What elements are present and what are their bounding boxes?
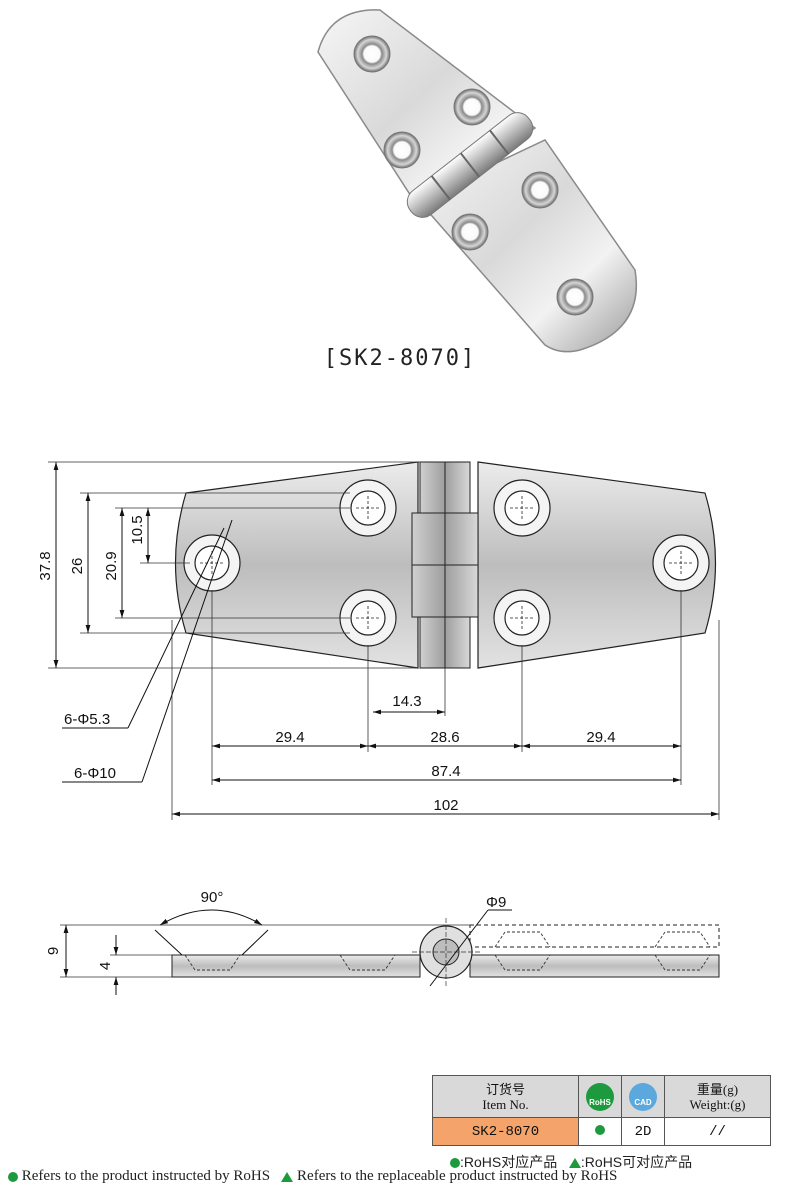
cad-badge-icon: CAD (629, 1082, 657, 1111)
dim-26: 26 (69, 558, 86, 575)
hole-callout-small: 6-Φ5.3 (64, 711, 110, 728)
weight-header: 重量(g) Weight:(g) (664, 1075, 771, 1118)
dim-102: 102 (433, 797, 458, 814)
rohs-badge-icon: RoHS (586, 1082, 614, 1111)
product-caption: [SK2-8070] (323, 346, 477, 371)
hinge-photo (317, 9, 637, 353)
weight-value: // (664, 1117, 771, 1146)
legend-cn: :RoHS对应产品 :RoHS可对应产品 (450, 1152, 692, 1172)
dim-angle: 90° (201, 889, 224, 906)
dim-10-5: 10.5 (129, 515, 146, 544)
item-no-value: SK2-8070 (432, 1117, 579, 1146)
product-photo (317, 9, 637, 353)
dim-87-4: 87.4 (431, 763, 460, 780)
hole-callout-large: 6-Φ10 (74, 765, 116, 782)
hinge-side-view (60, 909, 720, 995)
rohs-value (578, 1117, 622, 1146)
rohs-dot-icon (595, 1124, 605, 1135)
dim-20-9: 20.9 (103, 551, 120, 580)
dim-29-4-right: 29.4 (586, 729, 615, 746)
legend-en: Refers to the product instructed by RoHS… (8, 1168, 617, 1185)
item-no-header: 订货号 Item No. (432, 1075, 579, 1118)
rohs-triangle-icon (281, 1171, 294, 1182)
cad-header: CAD (621, 1075, 665, 1118)
rohs-dot-icon (450, 1158, 460, 1169)
rohs-dot-icon (8, 1171, 18, 1182)
cad-value: 2D (621, 1117, 665, 1146)
dim-28-6: 28.6 (430, 729, 459, 746)
dim-29-4-left: 29.4 (275, 729, 304, 746)
rohs-header: RoHS (578, 1075, 622, 1118)
dim-pin: Φ9 (486, 894, 506, 911)
dim-height-4: 4 (97, 962, 114, 970)
dim-37-8: 37.8 (37, 551, 54, 580)
spec-table: 订货号 Item No. RoHS CAD 重量(g) Weight:(g) S… (432, 1075, 771, 1146)
technical-drawing: 37.8 26 20.9 10.5 14.3 29.4 28.6 29.4 87… (37, 461, 720, 995)
dim-14-3: 14.3 (392, 693, 421, 710)
rohs-triangle-icon (568, 1158, 581, 1169)
dim-height-9: 9 (45, 947, 62, 955)
